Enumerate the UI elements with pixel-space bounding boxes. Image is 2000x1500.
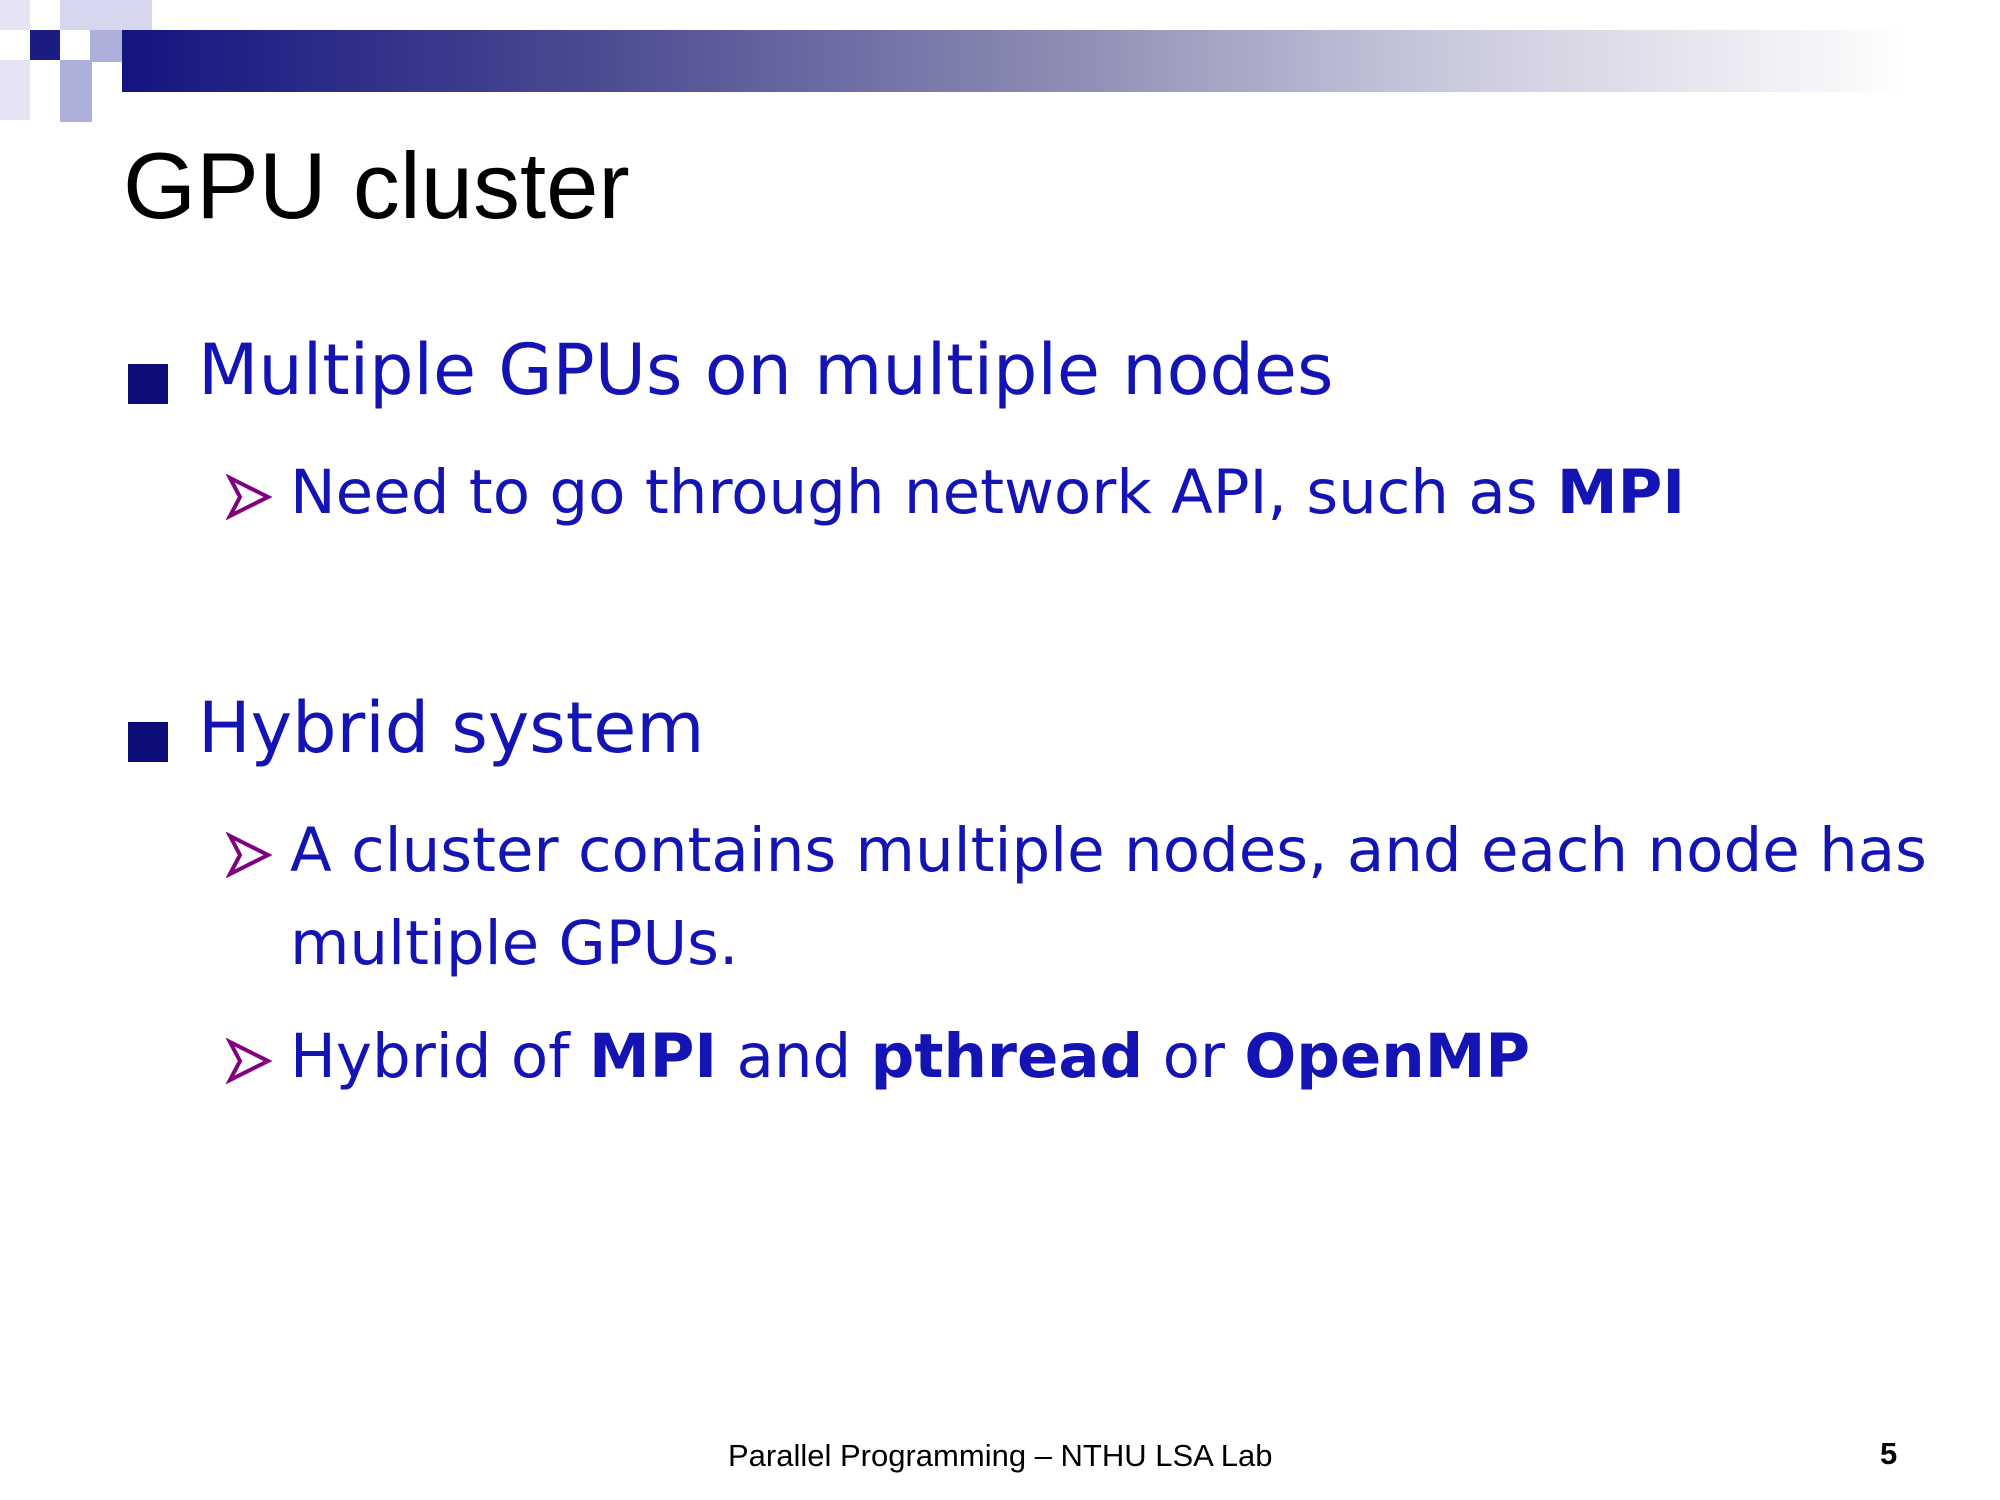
arrowhead-bullet-icon: [226, 474, 272, 520]
header-square: [30, 30, 60, 60]
header-square: [0, 0, 30, 30]
header-square: [60, 0, 90, 30]
slide-footer: Parallel Programming – NTHU LSA Lab: [728, 1438, 1273, 1473]
header-square: [60, 60, 92, 122]
page-number: 5: [1880, 1436, 1898, 1471]
bullet-text: Hybrid of MPI and pthread or OpenMP: [290, 1021, 1531, 1092]
bullet-text: Need to go through network API, such as …: [290, 457, 1686, 528]
header-square: [0, 60, 30, 120]
header-square: [90, 0, 152, 32]
slide-title: GPU cluster: [123, 133, 630, 238]
header-square: [90, 30, 122, 62]
bullet-text: Hybrid system: [198, 687, 705, 769]
arrowhead-bullet-icon: [226, 832, 272, 878]
square-bullet-icon: [128, 722, 168, 762]
square-bullet-icon: [128, 364, 168, 404]
bullet-text: Multiple GPUs on multiple nodes: [198, 329, 1334, 411]
arrowhead-bullet-icon: [226, 1038, 272, 1084]
header-gradient-bar: [122, 30, 2000, 92]
bullet-text: A cluster contains multiple nodes, and e…: [290, 815, 1927, 979]
